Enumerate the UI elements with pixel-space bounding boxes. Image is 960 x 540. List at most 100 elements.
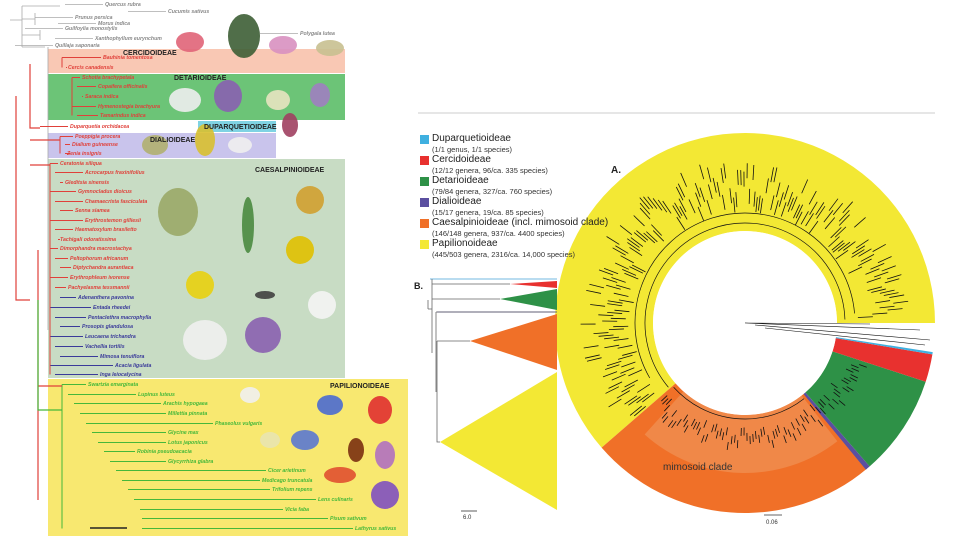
flower-photo: [371, 481, 399, 509]
flower-photo: [286, 236, 314, 264]
legend-detail: (146/148 genera, 937/ca. 4400 species): [432, 229, 565, 238]
flower-photo: [316, 40, 344, 56]
header-detarioideae: DETARIOIDEAE: [174, 75, 227, 82]
flower-photo: [158, 188, 198, 236]
flower-photo: [375, 441, 395, 469]
species-label: Adenanthera pavonina: [77, 295, 134, 301]
species-label: Gleditsia sinensis: [65, 180, 109, 186]
species-label: Robinia pseudoacacia: [137, 449, 192, 455]
tree-branches: [580, 163, 909, 451]
species-label: Glycyrrhiza glabra: [168, 459, 213, 465]
papilionoid-stem: [37, 300, 62, 411]
species-label: Leucaena trichandra: [85, 334, 136, 340]
outgroup-label: Quercus rubra: [105, 2, 141, 8]
species-label: Haematoxylum brasiletto: [75, 227, 137, 233]
flower-photo: [186, 271, 214, 299]
outgroup-label: Xanthophyllum eurynchum: [94, 36, 162, 42]
flower-photo: [245, 317, 281, 353]
species-label: Gymnocladus dioicus: [78, 189, 132, 195]
species-label: Dimorphandra macrostachya: [60, 246, 132, 252]
species-label: Cercis canadensis: [68, 65, 114, 71]
species-label: Cicer arietinum: [268, 468, 306, 474]
papilionoideae-sector: [555, 133, 935, 448]
legend-detail: (1/1 genus, 1/1 species): [432, 145, 513, 154]
flower-photo: [368, 396, 392, 424]
species-label: Lupinus luteus: [138, 392, 175, 398]
flower-photo: [228, 14, 260, 58]
panel-b-scale-label: 6.0: [463, 515, 472, 521]
legend-swatch: [420, 177, 429, 186]
legend-detail: (79/84 genera, 327/ca. 760 species): [432, 187, 553, 196]
flower-photo: [266, 90, 290, 110]
species-label: Peltophorum africanum: [70, 256, 129, 262]
flower-photo: [242, 197, 254, 253]
flower-photo: [348, 438, 364, 462]
tree-arc: [644, 222, 846, 388]
species-label: Arachis hypogaea: [162, 401, 208, 407]
header-dialioideae: DIALIOIDEAE: [150, 137, 195, 144]
species-label: Lotus japonicus: [168, 440, 208, 446]
flower-photo: [269, 36, 297, 54]
species-label: Mimosa tenuiflora: [100, 354, 145, 360]
species-label: Lathyrus sativus: [355, 526, 396, 532]
legend-swatch: [420, 240, 429, 249]
cercidoideae-box: [48, 49, 345, 73]
outgroup-label: Prunus persica: [75, 15, 113, 21]
flower-photo: [260, 432, 280, 448]
species-label: Phaseolus vulgaris: [215, 421, 262, 427]
species-label: Acrocarpus fraxinifolius: [84, 170, 145, 176]
header-papilionoideae: PAPILIONOIDEAE: [330, 383, 390, 390]
detarioideae-sector: [805, 351, 926, 467]
flower-photo: [324, 467, 356, 483]
cercidoideae-triangle: [510, 281, 557, 288]
flower-photo: [214, 80, 242, 112]
species-label: Diptychandra aurantiaca: [73, 265, 134, 271]
species-label: Acacia ligulata: [114, 363, 151, 369]
species-label: Vicia faba: [285, 507, 309, 513]
panel-b-label: B.: [414, 281, 423, 291]
species-label: Copaifera officinalis: [98, 84, 148, 90]
legend-detail: (12/12 genera, 96/ca. 335 species): [432, 166, 548, 175]
species-label: Inga leiocalycina: [100, 372, 142, 378]
duparquetioideae-sector: [835, 337, 933, 355]
backbone-branches: [15, 64, 62, 500]
species-label: Zenia insignis: [66, 151, 102, 157]
flower-photo: [291, 430, 319, 450]
species-label: Glycine max: [168, 430, 200, 436]
species-label: Lens culinaris: [318, 497, 353, 503]
legend-label: Detarioideae: [432, 175, 489, 186]
header-duparquetioideae: DUPARQUETIOIDEAE: [204, 124, 277, 131]
flower-photo: [183, 320, 227, 360]
species-label: Saraca indica: [85, 94, 119, 100]
outgroup-branches: [744, 322, 931, 346]
species-label: Schotia brachypetala: [82, 75, 134, 81]
caesalpinioideae-triangle: [470, 314, 557, 370]
legend-swatch: [420, 156, 429, 165]
flower-photo: [308, 291, 336, 319]
flower-photo: [255, 291, 275, 299]
flower-photo: [195, 124, 215, 156]
flower-photo: [228, 137, 252, 153]
outgroup-label: Quillaja saponaria: [55, 43, 100, 49]
species-label: Senna siamea: [75, 208, 110, 214]
collapsed-tree-panel-b: [427, 278, 557, 510]
legend-swatch: [420, 198, 429, 207]
flower-photo: [317, 395, 343, 415]
outgroup-label: Cucumis sativus: [168, 9, 209, 15]
legend-label: Caesalpinioideae (incl. mimosoid clade): [432, 217, 609, 228]
flower-photo: [176, 32, 204, 52]
duparquetioideae-box: [198, 121, 276, 132]
papilionoideae-triangle: [440, 372, 557, 510]
flower-photo: [282, 113, 298, 137]
species-label: Pisum sativum: [330, 516, 367, 522]
legend-label: Dialioideae: [432, 196, 482, 207]
panel-b-backbone: [427, 279, 557, 443]
species-label: Entada rheedei: [93, 305, 131, 311]
legend-label: Cercidoideae: [432, 154, 491, 165]
species-label: Tamarindus indica: [100, 113, 146, 119]
mimosoid-clade-label: mimosoid clade: [663, 462, 733, 473]
outgroup-label: Morus indica: [98, 21, 130, 27]
panel-a-scale-label: 0.06: [766, 520, 778, 526]
